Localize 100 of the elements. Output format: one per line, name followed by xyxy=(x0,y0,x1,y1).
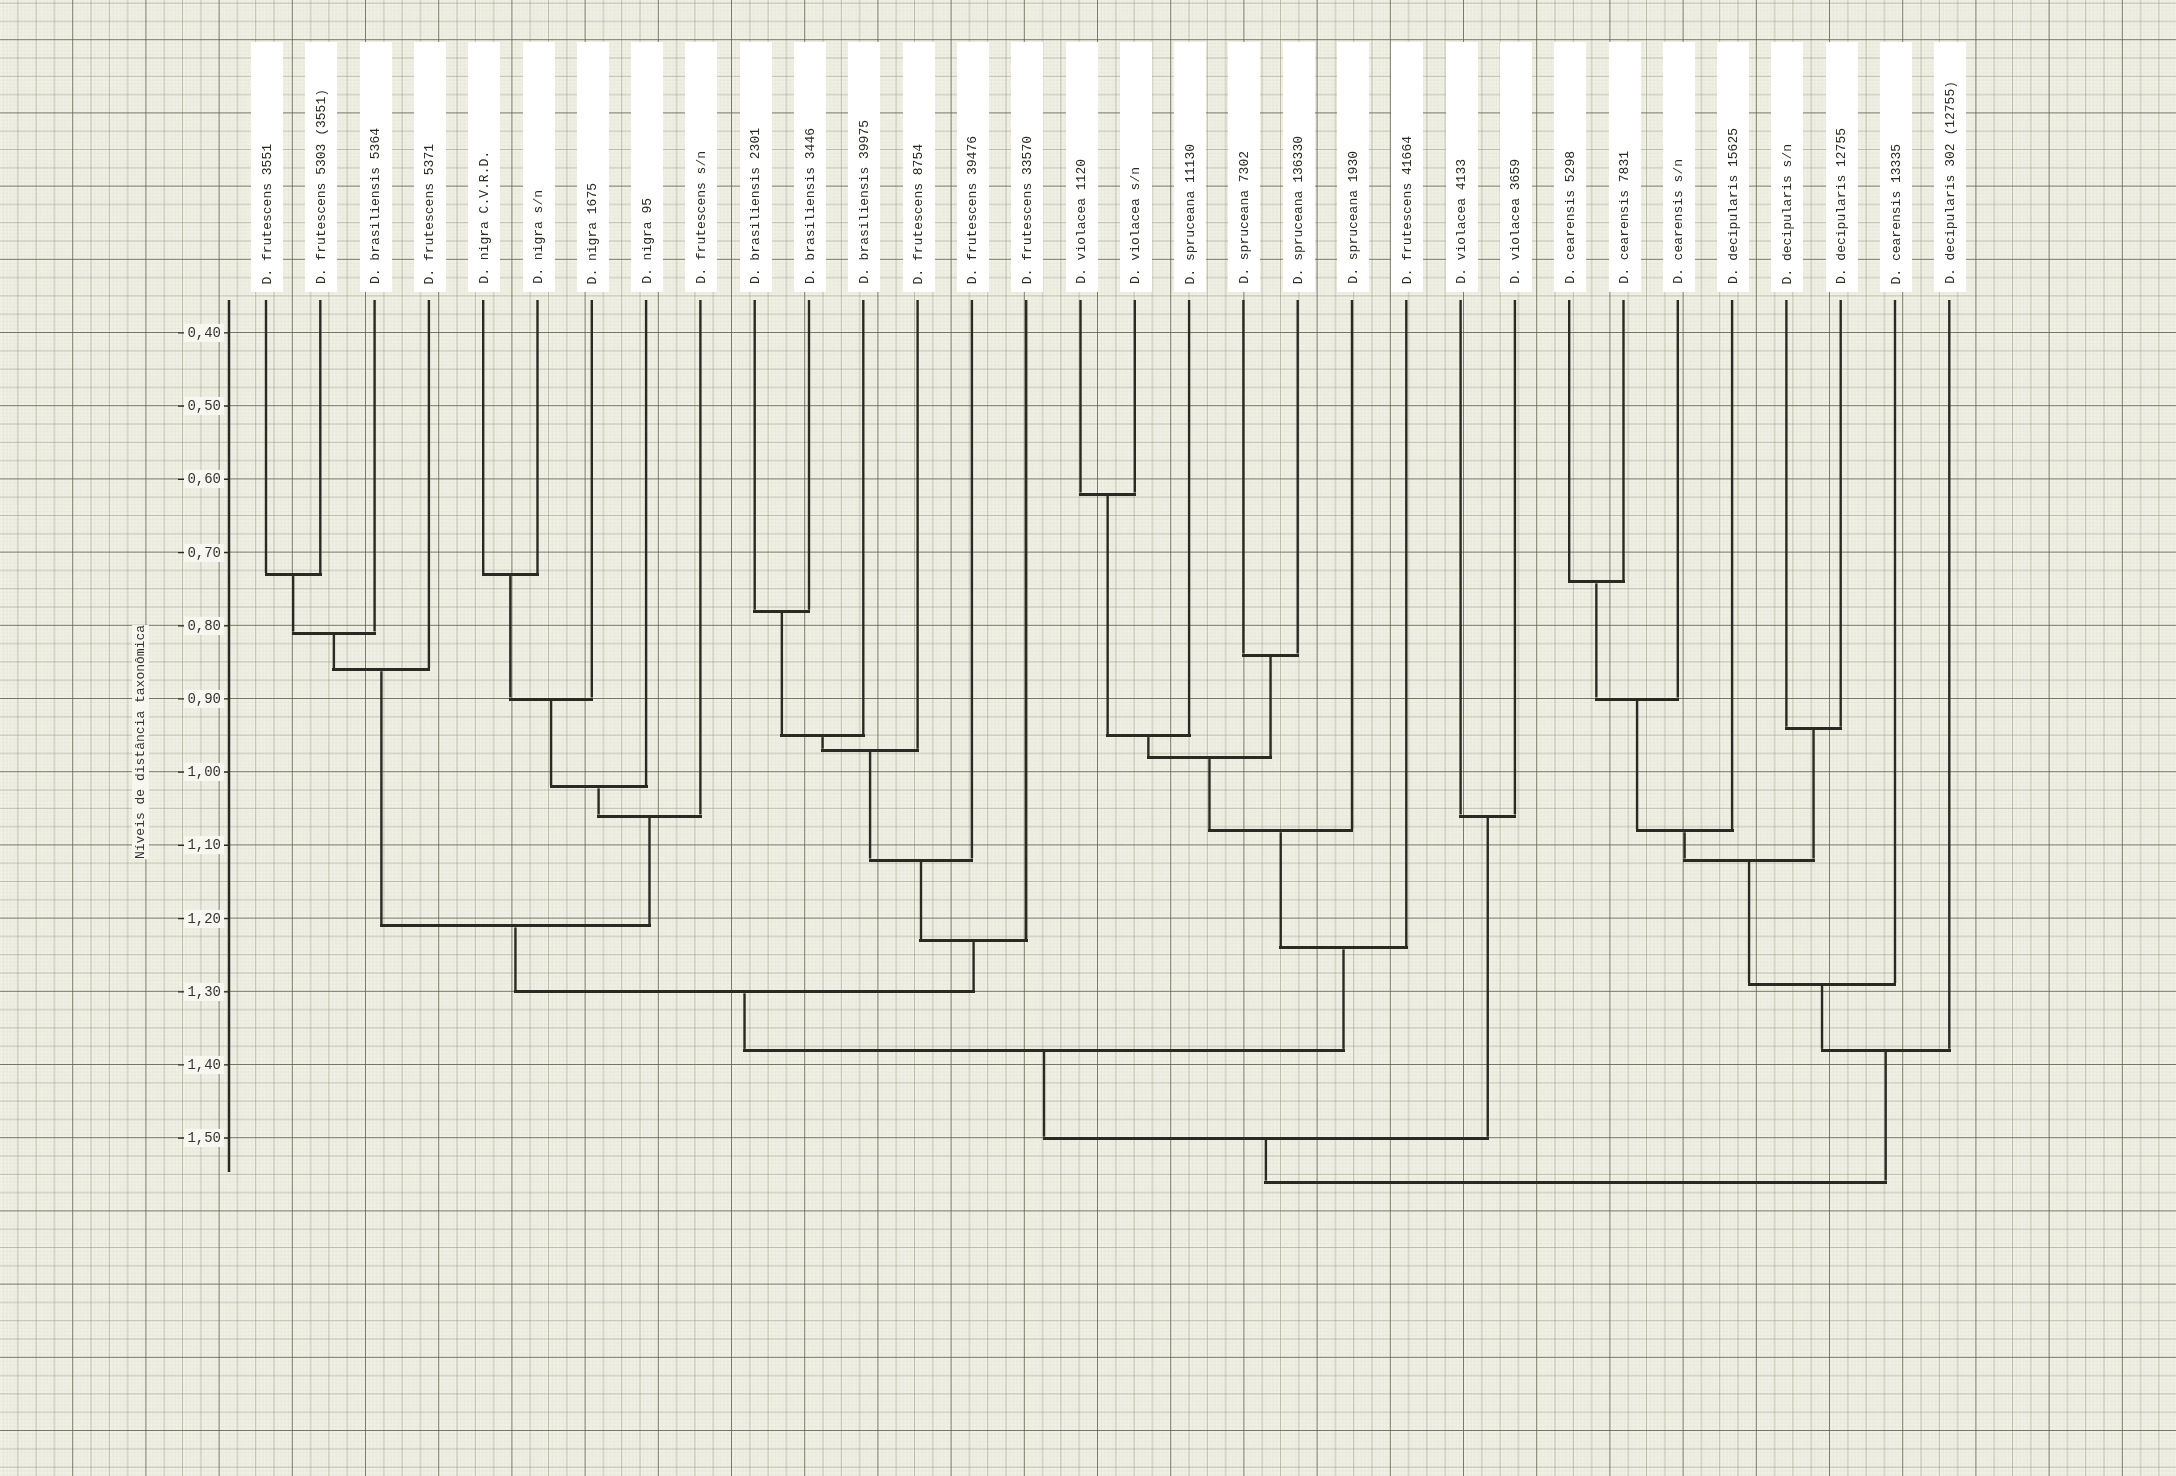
merge-bar xyxy=(1594,697,1680,701)
dendrogram-branch xyxy=(1264,1139,1268,1181)
label-strip xyxy=(739,42,772,292)
label-strip xyxy=(631,42,664,292)
dendrogram-branch xyxy=(319,300,322,574)
specimen-label: D. frutescens 41664 xyxy=(1400,135,1414,284)
label-strip xyxy=(1825,42,1858,292)
label-strip xyxy=(1499,42,1532,292)
dendrogram-branch xyxy=(821,737,824,749)
dendrogram-branch xyxy=(1459,300,1462,815)
label-strip xyxy=(1445,42,1478,292)
specimen-label: D. frutescens 3551 xyxy=(260,143,274,284)
axis-tick-label: 0,60 xyxy=(184,470,224,489)
specimen-label: D. violacea 4133 xyxy=(1455,159,1469,284)
specimen-label: D. violacea 1120 xyxy=(1075,159,1088,284)
merge-bar xyxy=(1241,653,1300,657)
merge-bar xyxy=(379,924,651,928)
specimen-label: D. nigra C.V.R.D. xyxy=(477,151,491,284)
specimen-label: D. cearensis 7831 xyxy=(1618,151,1631,284)
merge-bar xyxy=(513,990,976,994)
dendrogram-branch xyxy=(509,576,512,698)
specimen-label: D. nigra 1675 xyxy=(586,182,600,284)
dendrogram-branch xyxy=(1042,1051,1046,1137)
dendrogram-branch xyxy=(1269,656,1272,757)
merge-bar xyxy=(1264,1180,1888,1184)
dendrogram-branch xyxy=(916,300,919,749)
dendrogram-branch xyxy=(380,671,383,925)
axis-tick-label: 0,50 xyxy=(184,397,224,416)
dendrogram-branch xyxy=(1893,300,1897,983)
specimen-label: D. decipularis 302 (12755) xyxy=(1943,81,1957,284)
specimen-label: D. brasiliensis 3446 xyxy=(803,127,817,284)
axis-tick-label: 1,40 xyxy=(184,1056,224,1074)
label-strip xyxy=(1011,42,1044,292)
dendrogram-branch xyxy=(1079,300,1082,493)
merge-bar xyxy=(1784,726,1843,730)
label-strip xyxy=(576,42,609,292)
label-strip xyxy=(956,42,989,292)
dendrogram-branch xyxy=(1350,300,1354,830)
dendrogram-branch xyxy=(1342,949,1345,1049)
dendrogram-branch xyxy=(1133,300,1136,493)
specimen-label: D. frutescens 5303 (3551) xyxy=(314,88,328,284)
specimen-label: D. spruceana 7302 xyxy=(1237,151,1251,284)
dendrogram-branch xyxy=(972,942,975,991)
dendrogram-branch xyxy=(1106,495,1109,735)
dendrogram-branch xyxy=(590,300,593,698)
dendrogram-branch xyxy=(1683,832,1686,859)
dendrogram-branch xyxy=(868,751,872,859)
axis-tick-label: 0,40 xyxy=(184,324,224,342)
label-strip xyxy=(359,42,392,292)
dendrogram-branch xyxy=(264,300,268,574)
specimen-label: D. violacea 3659 xyxy=(1509,159,1523,284)
dendrogram-branch xyxy=(1839,300,1842,727)
specimen-label: D. decipularis 12755 xyxy=(1835,127,1849,284)
label-strip xyxy=(468,42,501,292)
dendrogram-branch xyxy=(1820,986,1824,1049)
specimen-label: D. violacea s/n xyxy=(1129,166,1143,284)
specimen-label: D. spruceana 1930 xyxy=(1346,151,1360,284)
dendrogram-branch xyxy=(597,788,600,815)
merge-bar xyxy=(597,814,702,818)
specimen-label: D. decipularis 15625 xyxy=(1726,127,1740,284)
dendrogram-branch xyxy=(514,927,517,991)
label-strip xyxy=(1119,42,1152,292)
axis-tick-label: 1,50 xyxy=(184,1129,224,1148)
label-strip xyxy=(1717,42,1750,292)
merge-bar xyxy=(264,573,322,577)
label-strip xyxy=(1771,42,1804,292)
specimen-label: D. frutescens 33570 xyxy=(1020,135,1034,284)
merge-bar xyxy=(1106,734,1191,738)
merge-bar xyxy=(868,858,974,862)
merge-bar xyxy=(753,609,811,613)
dendrogram-branch xyxy=(427,300,431,669)
merge-bar xyxy=(332,668,431,672)
dendrogram-branch xyxy=(1622,300,1625,581)
specimen-label: D. spruceana 136330 xyxy=(1292,135,1306,284)
specimen-label: D. frutescens s/n xyxy=(694,151,708,284)
dendrogram-branch xyxy=(1948,300,1951,1049)
dendrogram-branch xyxy=(743,993,746,1049)
dendrogram-branch xyxy=(1025,300,1028,940)
merge-bar xyxy=(508,697,594,701)
dendrogram-branch xyxy=(482,300,485,574)
dendrogram-branch xyxy=(919,861,923,940)
merge-bar xyxy=(1635,829,1734,833)
dendrogram-branch xyxy=(1147,737,1150,757)
dendrogram-branch xyxy=(1513,300,1517,815)
specimen-label: D. frutescens 39476 xyxy=(966,135,980,284)
specimen-label: D. cearensis 5298 xyxy=(1563,151,1577,284)
label-strip xyxy=(1880,42,1912,292)
dendrogram-branch xyxy=(1676,300,1679,698)
dendrogram-branch xyxy=(1812,729,1815,859)
merge-bar xyxy=(481,573,539,577)
specimen-label: D. brasiliensis 5364 xyxy=(369,127,383,284)
label-strip xyxy=(522,42,555,292)
dendrogram-branch xyxy=(1785,300,1788,727)
specimen-label: D. spruceana 11130 xyxy=(1183,143,1197,284)
dendrogram-branch xyxy=(648,817,651,925)
merge-bar xyxy=(743,1048,1345,1052)
dendrogram-branch xyxy=(1187,300,1191,735)
specimen-label: D. frutescens 8754 xyxy=(912,143,926,284)
dendrogram-branch xyxy=(970,300,974,859)
merge-bar xyxy=(1079,492,1137,496)
